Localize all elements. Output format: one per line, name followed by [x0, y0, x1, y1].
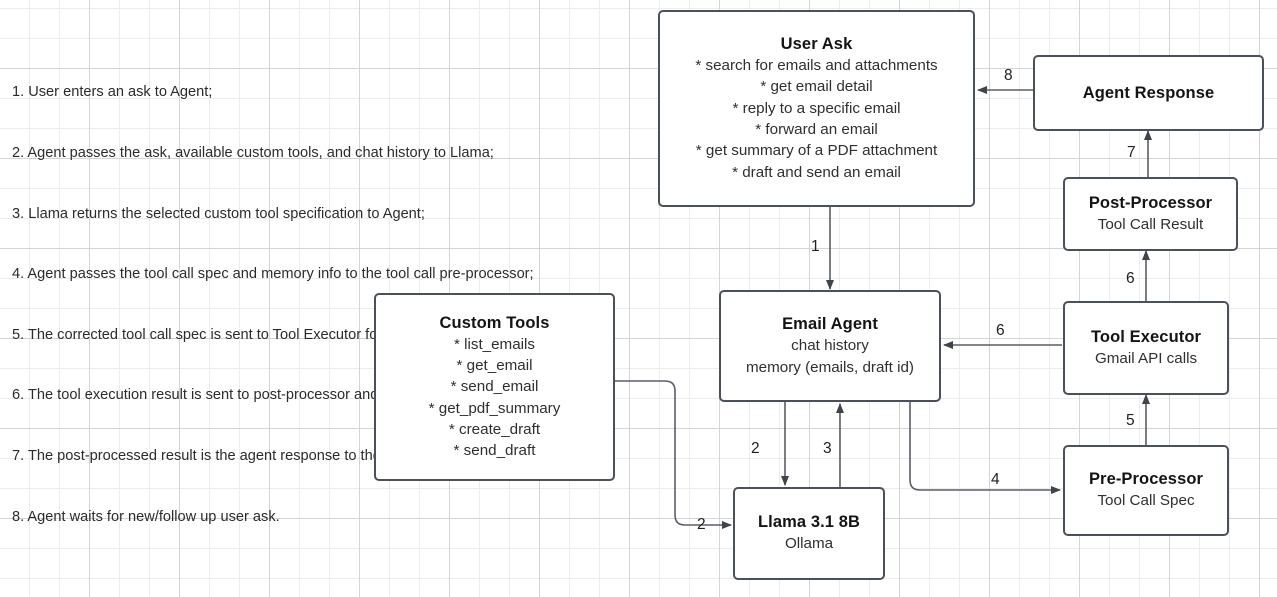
node-email-agent-items: chat history memory (emails, draft id) [746, 335, 914, 378]
custom-tool-item-3: * send_email [450, 378, 539, 396]
node-llama-subtitle: Ollama [784, 535, 834, 553]
node-email-agent-title: Email Agent [782, 315, 878, 334]
node-tool-executor[interactable]: Tool Executor Gmail API calls [1063, 301, 1229, 395]
legend-step-8: 8. Agent waits for new/follow up user as… [12, 508, 280, 525]
edge-label-6b: 6 [1126, 270, 1135, 287]
user-ask-item-1: * search for emails and attachments [695, 57, 938, 75]
legend-step-3: 3. Llama returns the selected custom too… [12, 205, 425, 222]
custom-tool-item-5: * create_draft [448, 420, 541, 438]
edge-label-1: 1 [811, 238, 820, 255]
node-agent-response[interactable]: Agent Response [1033, 55, 1264, 131]
edge-label-2a: 2 [751, 440, 760, 457]
legend-step-2: 2. Agent passes the ask, available custo… [12, 145, 494, 162]
edge-2b-path [615, 380, 732, 529]
legend-step-4: 4. Agent passes the tool call spec and m… [12, 266, 534, 283]
node-agent-response-title: Agent Response [1082, 83, 1215, 102]
node-tool-executor-title: Tool Executor [1090, 327, 1202, 346]
node-pre-processor[interactable]: Pre-Processor Tool Call Spec [1063, 445, 1229, 536]
user-ask-item-4: * forward an email [755, 121, 878, 138]
email-agent-item-2: memory (emails, draft id) [746, 358, 914, 376]
node-user-ask-title: User Ask [780, 35, 853, 54]
custom-tool-item-4: * get_pdf_summary [428, 399, 561, 417]
node-llama[interactable]: Llama 3.1 8B Ollama [733, 487, 885, 580]
node-post-processor-subtitle: Tool Call Result [1097, 215, 1204, 233]
custom-tool-item-2: * get_email [456, 356, 533, 374]
node-post-processor-title: Post-Processor [1088, 193, 1213, 212]
user-ask-item-3: * reply to a specific email [732, 99, 901, 117]
custom-tool-item-1: * list_emails [453, 335, 535, 353]
user-ask-item-2: * get email detail [760, 78, 873, 96]
legend-step-1: 1. User enters an ask to Agent; [12, 84, 213, 101]
user-ask-item-5: * get summary of a PDF attachment [695, 142, 938, 160]
edge-4-path [909, 402, 1061, 494]
node-pre-processor-title: Pre-Processor [1088, 470, 1204, 489]
node-email-agent[interactable]: Email Agent chat history memory (emails,… [719, 290, 941, 402]
edge-label-5: 5 [1126, 412, 1135, 429]
node-custom-tools-items: * list_emails * get_email * send_email *… [429, 334, 561, 462]
edge-label-2b: 2 [697, 516, 706, 533]
edge-label-6a: 6 [996, 322, 1005, 339]
custom-tool-item-6: * send_draft [453, 442, 536, 460]
node-user-ask[interactable]: User Ask * search for emails and attachm… [658, 10, 975, 207]
email-agent-item-1: chat history [791, 337, 869, 355]
edge-label-4: 4 [991, 471, 1000, 488]
node-post-processor[interactable]: Post-Processor Tool Call Result [1063, 177, 1238, 251]
edge-label-3: 3 [823, 440, 832, 457]
node-custom-tools[interactable]: Custom Tools * list_emails * get_email *… [374, 293, 615, 481]
node-user-ask-items: * search for emails and attachments * ge… [695, 55, 937, 183]
edge-label-8: 8 [1004, 67, 1013, 84]
user-ask-item-6: * draft and send an email [732, 163, 901, 181]
node-custom-tools-title: Custom Tools [439, 313, 550, 332]
edge-label-7: 7 [1127, 144, 1136, 161]
node-pre-processor-subtitle: Tool Call Spec [1097, 492, 1195, 510]
node-llama-title: Llama 3.1 8B [757, 513, 861, 532]
node-tool-executor-subtitle: Gmail API calls [1094, 349, 1198, 367]
